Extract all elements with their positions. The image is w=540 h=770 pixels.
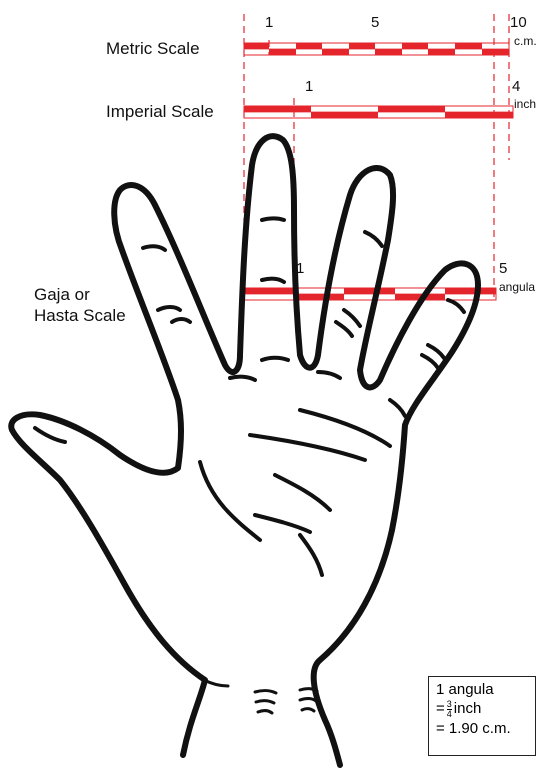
gaja-tick-1: 1 [296, 260, 304, 277]
finger-creases [143, 219, 464, 417]
metric-tick-10: 10 [510, 14, 527, 31]
guide-lines [244, 14, 509, 300]
metric-tick-1: 1 [265, 14, 273, 31]
metric-unit: c.m. [514, 34, 537, 48]
metric-scale-label: Metric Scale [106, 39, 200, 59]
note-line-angula: 1 angula [436, 680, 535, 699]
imperial-unit: inch [514, 97, 536, 111]
metric-ruler [244, 43, 509, 55]
imperial-tick-1: 1 [305, 78, 313, 95]
wrist-creases [204, 680, 317, 713]
gaja-tick-5: 5 [499, 260, 507, 277]
gaja-unit: angula [499, 280, 535, 294]
fraction-denominator: 4 [447, 710, 452, 719]
gaja-ruler [244, 288, 496, 300]
imperial-ruler [244, 106, 513, 118]
hand-outline [11, 136, 478, 765]
metric-tick-5: 5 [371, 14, 379, 31]
gaja-scale-label-line1: Gaja or [34, 285, 90, 305]
note-equals: = [436, 700, 445, 717]
imperial-tick-4: 4 [512, 78, 520, 95]
hand-illustration [11, 136, 478, 765]
imperial-scale-label: Imperial Scale [106, 102, 214, 122]
gaja-scale-label-line2: Hasta Scale [34, 306, 126, 326]
note-line-cm: = 1.90 c.m. [436, 719, 535, 738]
note-inch-unit: inch [454, 700, 482, 717]
